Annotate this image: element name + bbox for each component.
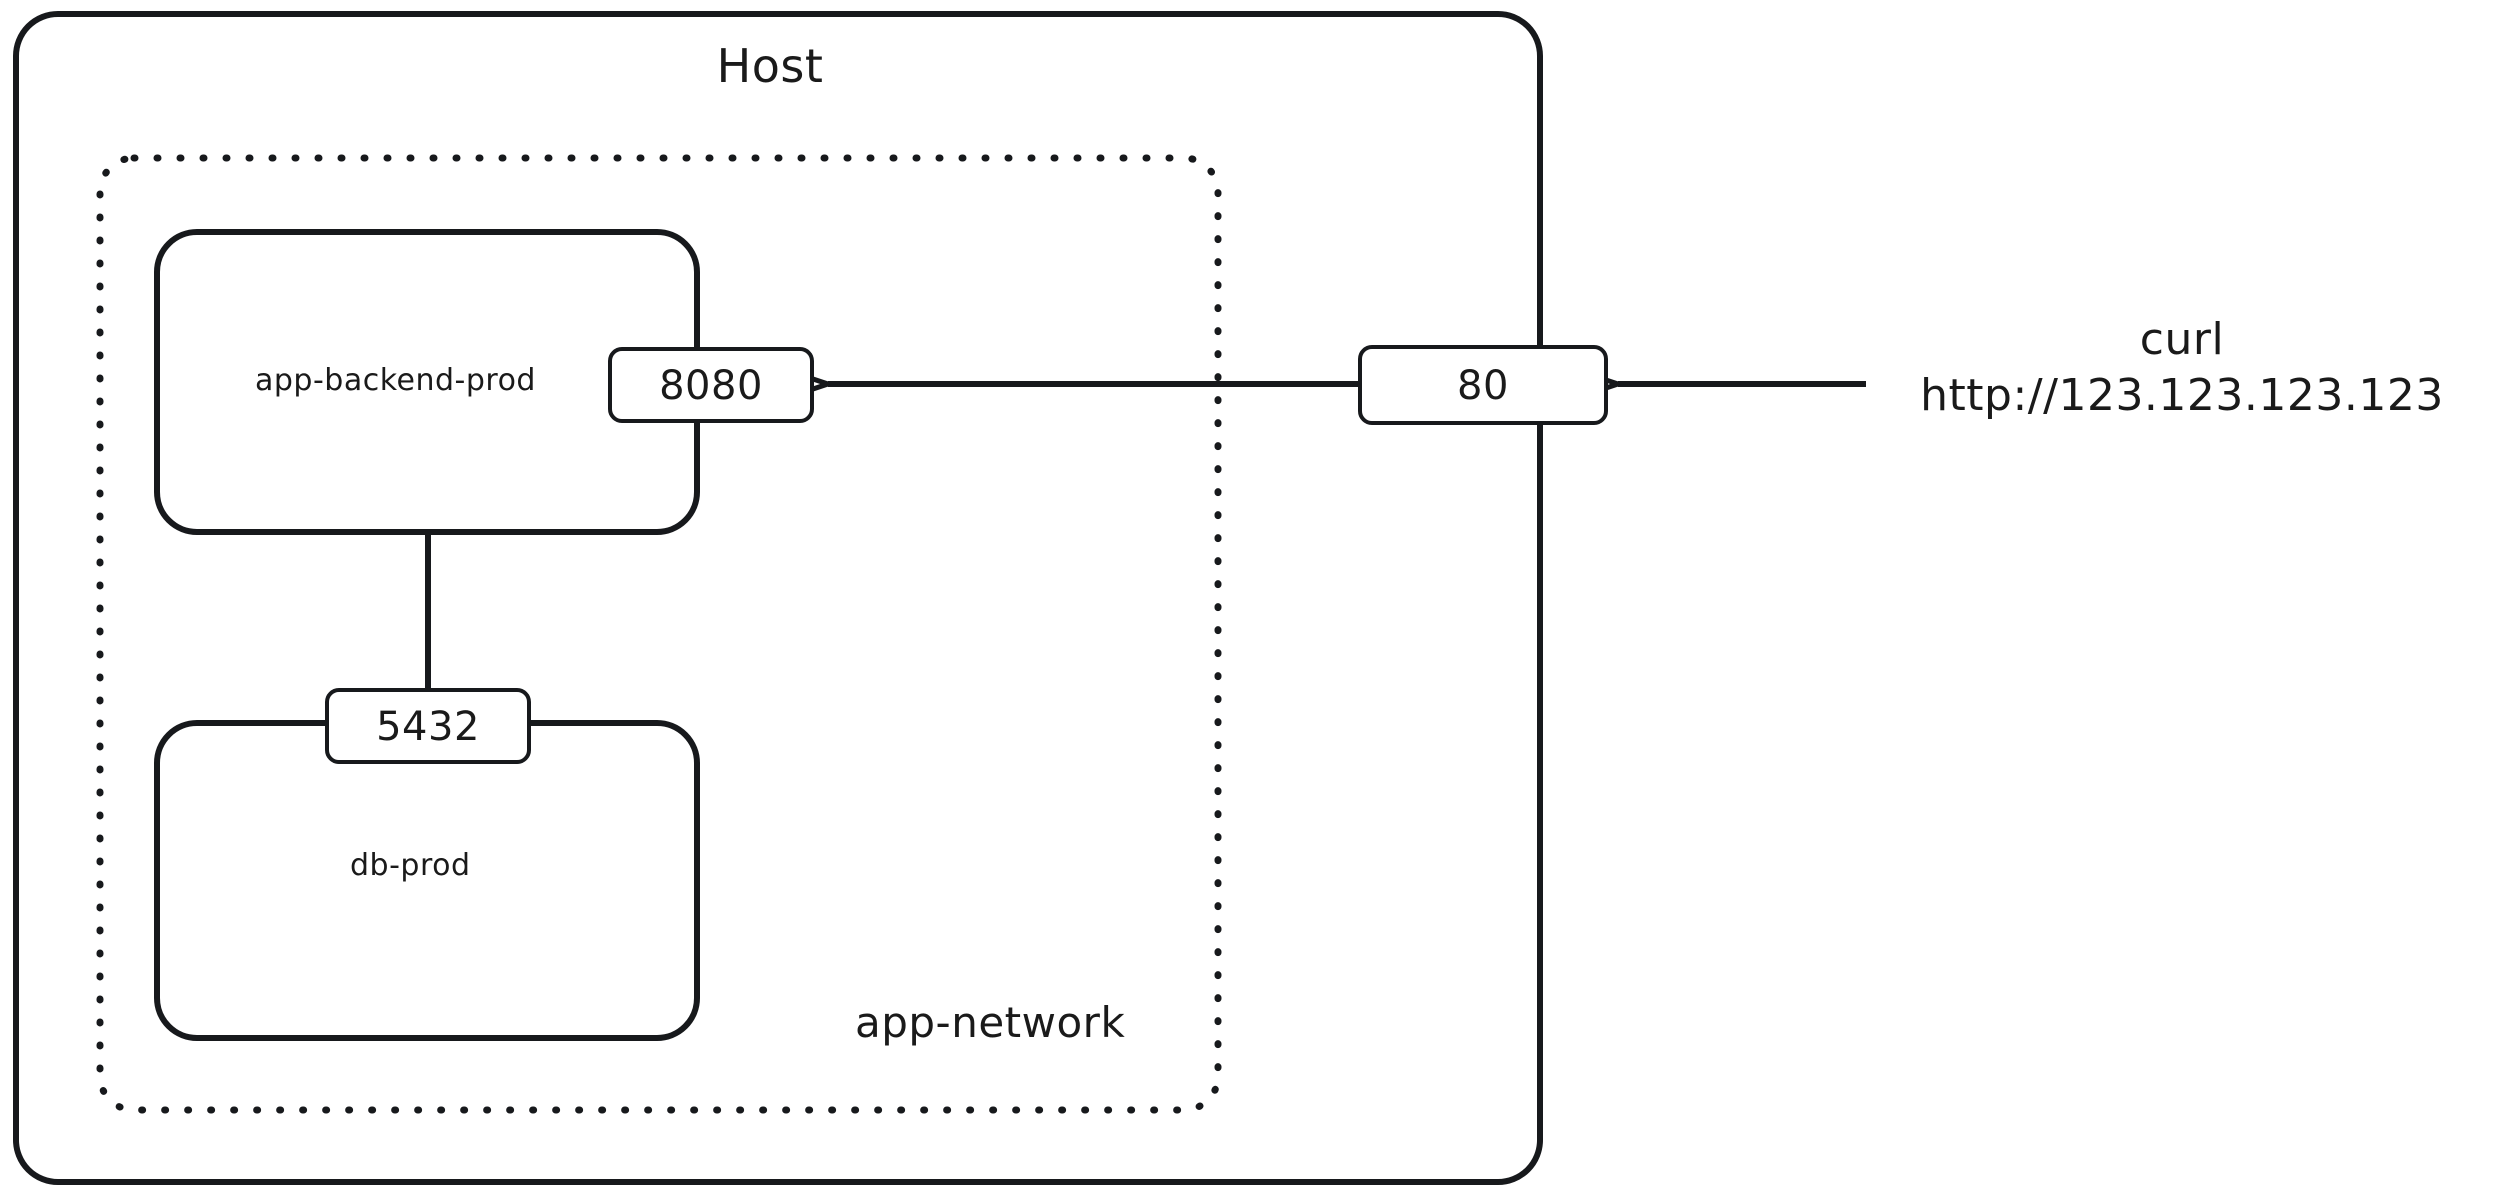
network-label: app-network	[855, 998, 1126, 1047]
network-boundary	[96, 154, 1222, 1114]
host-boundary	[13, 11, 1543, 1185]
port-badge-5432[interactable]: 5432	[325, 688, 531, 764]
port-8080-label: 8080	[659, 363, 763, 409]
host-title: Host	[716, 39, 824, 93]
curl-command-label: curl	[2139, 314, 2225, 365]
client-request: curl http://123.123.123.123	[1862, 312, 2502, 425]
curl-url-label: http://123.123.123.123	[1920, 370, 2444, 422]
port-badge-8080[interactable]: 8080	[608, 347, 814, 423]
port-badge-80[interactable]: 80	[1358, 345, 1608, 425]
container-label-app-backend-prod: app-backend-prod	[255, 363, 536, 398]
container-label-db-prod: db-prod	[350, 848, 471, 883]
port-80-label: 80	[1457, 363, 1509, 409]
port-5432-label: 5432	[376, 704, 480, 750]
